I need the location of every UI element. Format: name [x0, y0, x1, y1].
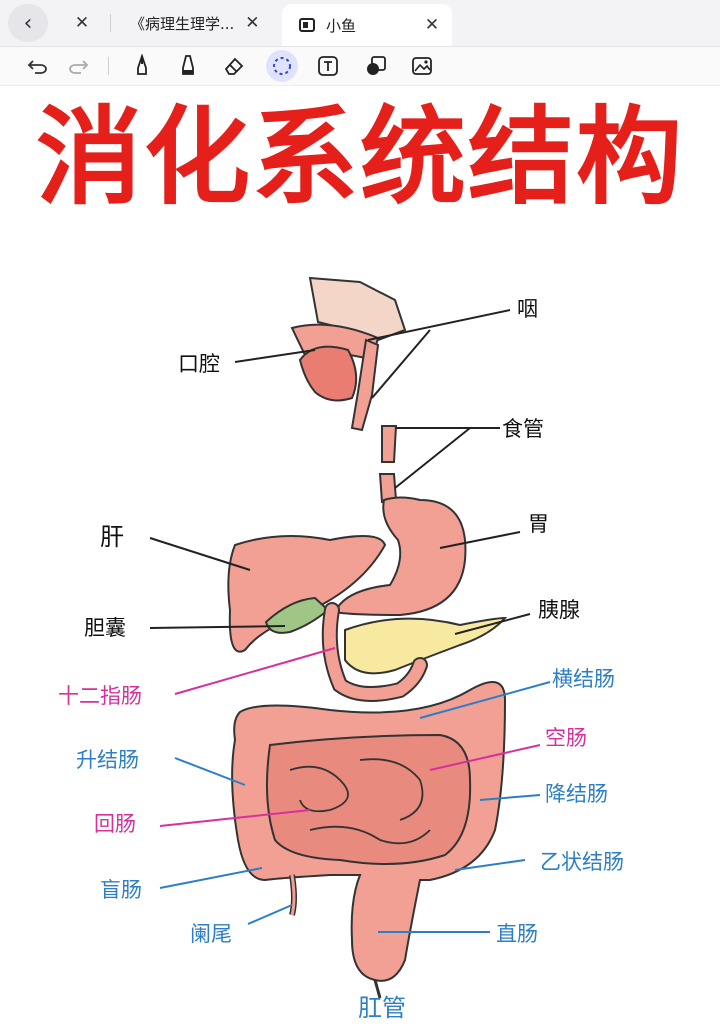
pen-button[interactable]	[126, 50, 158, 82]
back-button[interactable]: ‹	[8, 4, 48, 42]
text-icon	[318, 56, 338, 76]
highlighter-icon	[182, 55, 194, 75]
esophagus-upper-shape	[381, 425, 398, 463]
label-stomach: 胃	[528, 512, 549, 536]
digestive-system-diagram	[149, 276, 551, 999]
label-ascending-colon: 升结肠	[76, 748, 139, 772]
label-oral-cavity: 口腔	[178, 352, 220, 376]
lasso-button[interactable]	[266, 50, 298, 82]
pharynx-shape	[350, 338, 380, 432]
label-jejunum: 空肠	[545, 726, 587, 750]
small-intestine-shape	[265, 733, 472, 865]
page-title: 消化系统结构	[36, 94, 684, 219]
label-gallbladder: 胆囊	[84, 616, 126, 640]
tab-label: 小鱼	[326, 16, 357, 35]
label-cecum: 盲肠	[100, 878, 142, 902]
toolbar-separator	[108, 57, 109, 75]
label-duodenum: 十二指肠	[58, 684, 142, 708]
undo-icon	[27, 60, 47, 74]
duodenum-shape	[323, 604, 426, 700]
annotation-toolbar	[0, 47, 720, 86]
redo-button[interactable]	[62, 50, 94, 82]
gallbladder-shape	[264, 596, 330, 634]
pink-leader-lines	[159, 647, 541, 827]
label-liver: 肝	[100, 523, 124, 551]
close-icon[interactable]: ✕	[245, 13, 260, 33]
label-ileum: 回肠	[94, 812, 136, 836]
blue-leader-lines	[159, 681, 551, 933]
chevron-left-icon: ‹	[23, 10, 33, 36]
label-esophagus: 食管	[502, 417, 544, 441]
label-rectum: 直肠	[496, 922, 538, 946]
image-icon	[412, 57, 432, 75]
label-pharynx: 咽	[517, 297, 538, 321]
label-descending-colon: 降结肠	[545, 782, 608, 806]
label-anus: 肛管	[358, 994, 406, 1022]
pen-icon	[137, 54, 147, 75]
tab-blank[interactable]: ✕	[70, 4, 94, 42]
highlighter-button[interactable]	[172, 50, 204, 82]
document-icon	[299, 18, 315, 32]
tab-separator	[110, 14, 111, 32]
redo-icon	[69, 60, 89, 74]
tab-label: 《病理生理学...	[130, 14, 235, 33]
undo-button[interactable]	[22, 50, 54, 82]
shapes-icon	[367, 56, 386, 75]
text-button[interactable]	[312, 50, 344, 82]
label-sigmoid-colon: 乙状结肠	[540, 850, 624, 874]
label-transverse-colon: 横结肠	[552, 667, 615, 691]
close-icon[interactable]: ✕	[424, 15, 440, 35]
stomach-shape	[333, 496, 467, 617]
eraser-icon	[224, 57, 244, 75]
browser-tab-bar: ‹ ✕ 《病理生理学... ✕ 小鱼 ✕	[0, 0, 720, 47]
lasso-icon	[273, 57, 291, 75]
shapes-button[interactable]	[360, 50, 392, 82]
close-icon[interactable]: ✕	[74, 13, 90, 33]
label-appendix: 阑尾	[190, 922, 232, 946]
black-leader-lines	[149, 309, 531, 635]
label-pancreas: 胰腺	[538, 598, 580, 622]
oral-cavity-shape	[298, 345, 358, 402]
appendix-shape	[290, 874, 296, 916]
tab-pathophysiology[interactable]: 《病理生理学... ✕	[130, 4, 270, 42]
eraser-button[interactable]	[218, 50, 250, 82]
image-button[interactable]	[406, 50, 438, 82]
tab-xiaoyu[interactable]: 小鱼 ✕	[282, 4, 452, 46]
